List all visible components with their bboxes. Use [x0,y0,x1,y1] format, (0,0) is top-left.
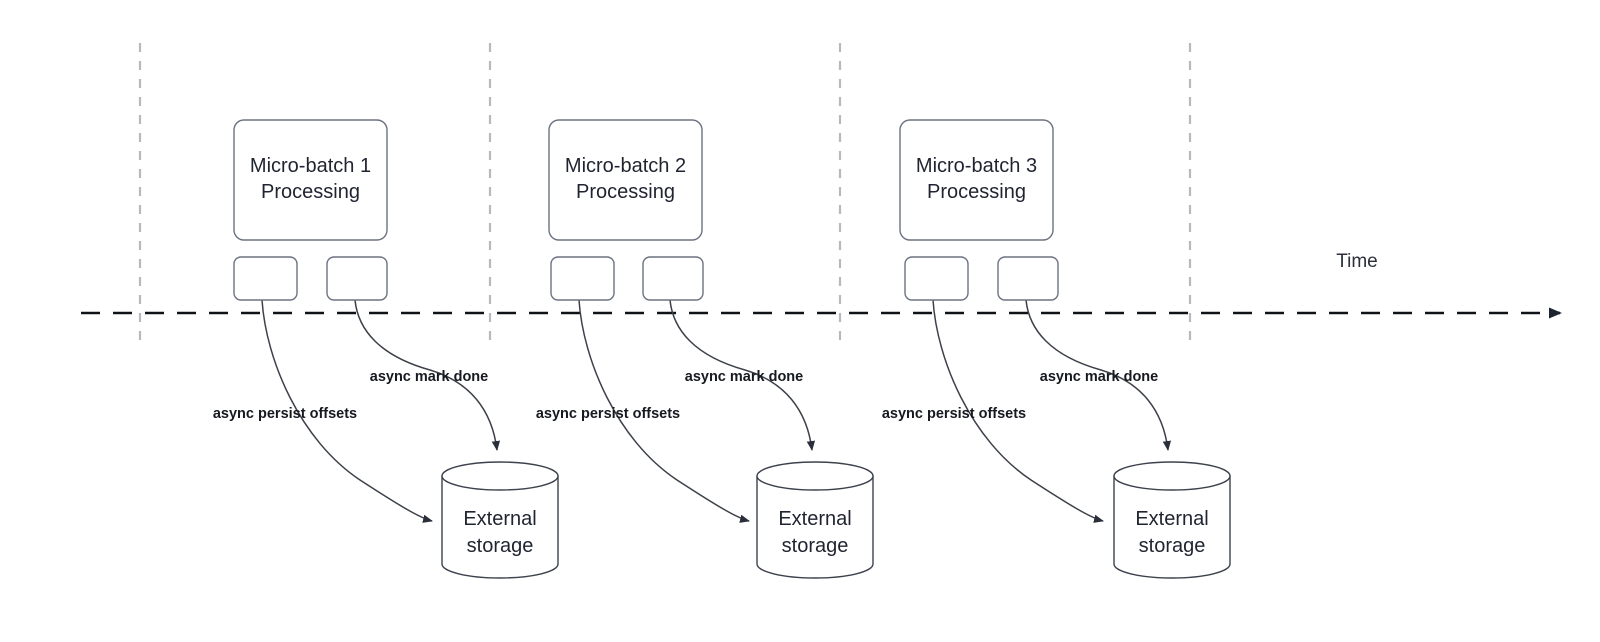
group-1-edge-persist-offsets-label: async persist offsets [213,406,357,422]
group-2-storage-cylinder-top [756,461,874,491]
group-1-task-box-mark[interactable] [326,256,388,301]
group-2-edge-mark-done [669,299,816,451]
time-axis-label: Time [1336,251,1378,272]
group-1-edge-mark-done-label: async mark done [370,369,488,385]
group-2-edge-mark-done-label: async mark done [685,369,803,385]
group-1-batch-label-line1: Micro-batch 1 [250,155,371,177]
group-1-edge-mark-done [354,299,501,451]
tick-lines-group [138,43,1192,345]
group-2-edge-persist-offsets [578,299,750,523]
group-1-storage-label-line2: storage [467,535,534,557]
group-2: async persist offsets async mark done Micr… [536,119,874,579]
group-2-storage-label-line2: storage [782,535,849,557]
group-3-storage-label-line1: External [1135,508,1208,530]
group-3-storage-cylinder-top [1113,461,1231,491]
group-1-batch-label-line2: Processing [261,181,360,203]
group-1-batch-box[interactable] [233,119,388,241]
group-1: async persist offsets async mark done Micr… [213,119,559,579]
group-2-task-box-mark[interactable] [642,256,704,301]
group-1-storage-label-line1: External [463,508,536,530]
group-3-edge-mark-done [1025,299,1172,451]
group-2-batch-label-line2: Processing [576,181,675,203]
group-2-batch-box[interactable] [548,119,703,241]
group-2-task-box-persist[interactable] [550,256,615,301]
group-3-task-box-persist[interactable] [904,256,969,301]
group-3-storage-cylinder-body[interactable] [1113,475,1231,579]
group-3-task-box-mark[interactable] [997,256,1059,301]
group-1-storage-cylinder-body[interactable] [441,475,559,579]
group-3-edge-persist-offsets [932,299,1104,523]
group-3-storage-label-line2: storage [1139,535,1206,557]
group-2-storage-cylinder-body[interactable] [756,475,874,579]
group-3-edge-persist-offsets-label: async persist offsets [882,406,1026,422]
timeline-axis-group: Time [81,251,1562,319]
group-3: async persist offsets async mark done Micr… [882,119,1231,579]
group-3-batch-label-line2: Processing [927,181,1026,203]
group-1-storage-cylinder-top [441,461,559,491]
group-3-batch-box[interactable] [899,119,1054,241]
group-3-edge-mark-done-label: async mark done [1040,369,1158,385]
group-2-edge-persist-offsets-label: async persist offsets [536,406,680,422]
group-3-batch-label-line1: Micro-batch 3 [916,155,1037,177]
group-2-batch-label-line1: Micro-batch 2 [565,155,686,177]
group-2-storage-label-line1: External [778,508,851,530]
batch-groups-layer: async persist offsets async mark done Micr… [213,119,1231,579]
group-1-task-box-persist[interactable] [233,256,298,301]
group-1-edge-persist-offsets [261,299,433,523]
